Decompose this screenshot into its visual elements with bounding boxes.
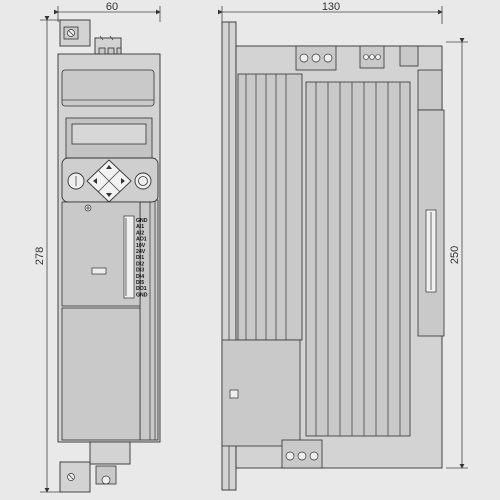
- top-cover: [61, 69, 155, 107]
- display-screen: [71, 123, 147, 145]
- lower-housing: [61, 307, 141, 441]
- front-width-label: 60: [106, 1, 118, 13]
- terminal-block: [123, 215, 135, 299]
- terminal-label: DI2: [136, 261, 144, 267]
- dimension-side-width: 130: [218, 1, 443, 24]
- front-view: GND AI1 AI2 AO1 10V 24V DI1 DI2 DI3 DI4 …: [57, 19, 161, 493]
- front-height-label: 278: [34, 247, 46, 265]
- terminal-label-list: GND AI1 AI2 AO1 10V 24V DI1 DI2 DI3 DI4 …: [136, 218, 148, 298]
- side-width-label: 130: [322, 1, 340, 13]
- heatsink-fins: [237, 73, 411, 437]
- cover-latch: [91, 267, 107, 275]
- terminal-label: DO1: [136, 286, 147, 292]
- dimension-front-height: 278: [34, 16, 60, 493]
- terminal-label: 10V: [136, 243, 146, 249]
- side-height-label: 250: [449, 246, 461, 264]
- terminal-label: GND: [136, 218, 148, 224]
- side-view: [221, 21, 445, 491]
- arrow-keypad-icon: [86, 159, 132, 203]
- run-button-icon: [134, 172, 152, 190]
- terminal-label: DI1: [136, 255, 144, 261]
- dimension-side-height: 250: [446, 38, 468, 469]
- terminal-label: AI1: [136, 224, 144, 230]
- terminal-label: DI4: [136, 274, 144, 280]
- terminal-label: GND: [136, 292, 148, 298]
- terminal-label: AO1: [136, 237, 147, 243]
- terminal-label: DI3: [136, 268, 144, 274]
- bottom-connector: [89, 441, 131, 465]
- terminal-label: DI5: [136, 280, 144, 286]
- terminal-label: AI2: [136, 230, 144, 236]
- terminal-label: 24V: [136, 249, 146, 255]
- dimension-front-width: 60: [54, 1, 161, 22]
- bottom-mounting-tab: [59, 461, 91, 493]
